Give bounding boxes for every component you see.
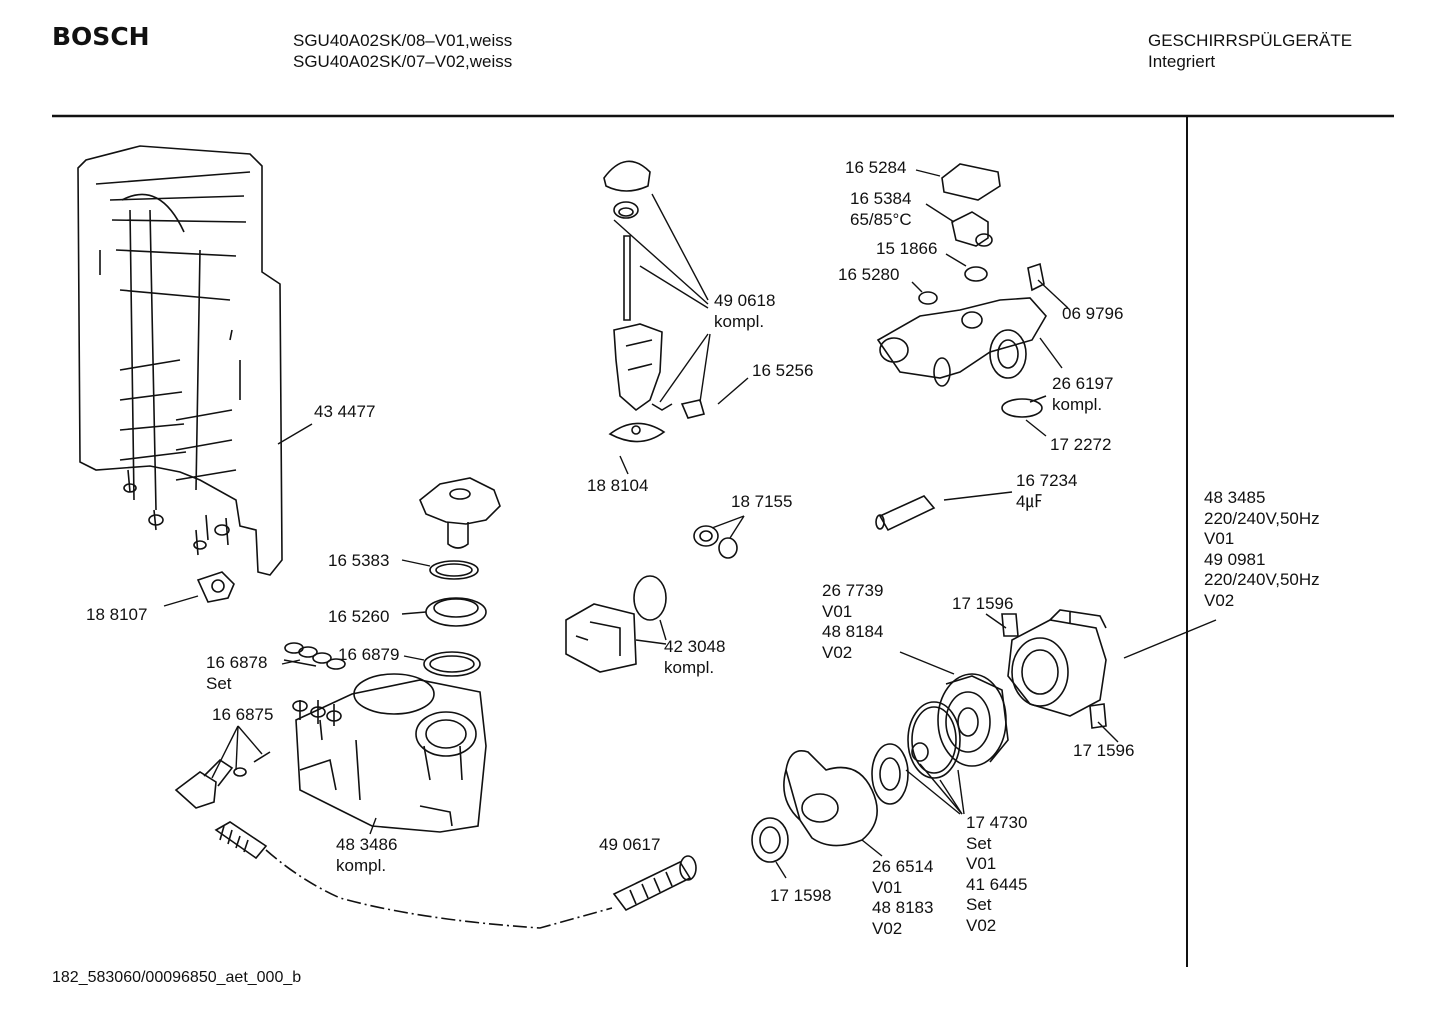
hose-left-drawing <box>214 821 268 860</box>
caps-set-drawing <box>283 642 346 670</box>
part-label-266514: 26 6514 V01 48 8183 V02 <box>872 857 934 938</box>
hose-connection-line <box>265 849 613 929</box>
pump-seal-ring-drawing <box>907 701 961 779</box>
capacitor-drawing <box>875 495 936 532</box>
part-label-172272: 17 2272 <box>1050 435 1112 454</box>
pressure-switch-drawing <box>565 575 667 673</box>
seal-ring-drawing <box>429 560 479 580</box>
model-line-2: SGU40A02SK/07–V02,weiss <box>293 52 513 71</box>
part-label-165256: 16 5256 <box>752 361 814 380</box>
pump-casing-drawing <box>783 750 878 847</box>
document-id: 182_583060/00096850_aet_000_b <box>52 969 302 986</box>
part-label-165284: 16 5284 <box>845 158 907 177</box>
part-label-069796: 06 9796 <box>1062 304 1124 323</box>
float-assembly-drawing <box>603 160 673 443</box>
part-label-434477: 43 4477 <box>314 402 376 421</box>
fitting-drawing <box>196 571 235 603</box>
part-label-166875: 16 6875 <box>212 705 274 724</box>
pump-housing-drawing <box>937 673 1009 767</box>
o-ring-2-drawing <box>918 291 938 305</box>
model-list: SGU40A02SK/08–V01,weiss SGU40A02SK/07–V0… <box>293 30 512 72</box>
part-label-423048: 42 3048 kompl. <box>664 637 726 677</box>
part-label-490618: 49 0618 kompl. <box>714 291 776 331</box>
leader-lines <box>163 169 1217 879</box>
impeller-drawing <box>871 742 929 805</box>
category-block: GESCHIRRSPÜLGERÄTE Integriert <box>1148 30 1352 72</box>
part-label-171596-top: 17 1596 <box>952 594 1014 613</box>
part-label-188107: 18 8107 <box>86 605 148 624</box>
part-label-483486: 48 3486 kompl. <box>336 835 398 875</box>
part-label-174730: 17 4730 Set V01 41 6445 Set V02 <box>966 813 1028 935</box>
category-title: GESCHIRRSPÜLGERÄTE <box>1148 31 1353 50</box>
valve-drawing <box>174 751 271 809</box>
part-label-151866: 15 1866 <box>876 239 938 258</box>
nozzle-parts-drawing <box>693 525 738 559</box>
part-label-171596-bottom: 17 1596 <box>1073 741 1135 760</box>
part-label-267739: 26 7739 V01 48 8184 V02 <box>822 581 884 662</box>
part-label-166879: 16 6879 <box>338 645 400 664</box>
part-label-187155: 18 7155 <box>731 492 793 511</box>
nut-ring-drawing <box>425 597 487 627</box>
category-subtitle: Integriert <box>1148 52 1216 71</box>
part-label-266197: 26 6197 kompl. <box>1052 374 1114 414</box>
part-label-165280: 16 5280 <box>838 265 900 284</box>
gasket-drawing <box>423 651 481 677</box>
shaft-seal-drawing <box>751 817 789 863</box>
thermostat-drawing <box>951 211 993 247</box>
part-label-483485: 48 3485 220/240V,50Hz V01 49 0981 220/24… <box>1204 488 1320 610</box>
part-label-165384: 16 5384 65/85°C <box>850 189 912 229</box>
brand-logo: BOSCH <box>52 22 150 51</box>
thermostat-cover-drawing <box>941 163 1001 201</box>
clip-drawing <box>1027 262 1045 292</box>
heat-exchanger-drawing <box>77 145 283 576</box>
part-label-188104: 18 8104 <box>587 476 649 495</box>
o-ring-1-drawing <box>964 266 988 282</box>
hose-right-drawing <box>612 855 697 912</box>
circulation-pump-drawing <box>1001 609 1107 729</box>
heater-assembly-drawing <box>876 297 1047 387</box>
part-label-490617: 49 0617 <box>599 835 661 854</box>
small-clip-drawing <box>680 399 705 419</box>
part-label-171598: 17 1598 <box>770 886 832 905</box>
knob-drawing <box>419 477 501 549</box>
hose-clamp-drawing <box>1001 395 1047 418</box>
part-label-165260: 16 5260 <box>328 607 390 626</box>
part-label-167234: 16 7234 4㎌ <box>1016 471 1078 511</box>
sump-drawing <box>292 673 487 833</box>
model-line-1: SGU40A02SK/08–V01,weiss <box>293 31 513 50</box>
part-label-166878: 16 6878 Set <box>206 653 268 693</box>
part-label-165383: 16 5383 <box>328 551 390 570</box>
